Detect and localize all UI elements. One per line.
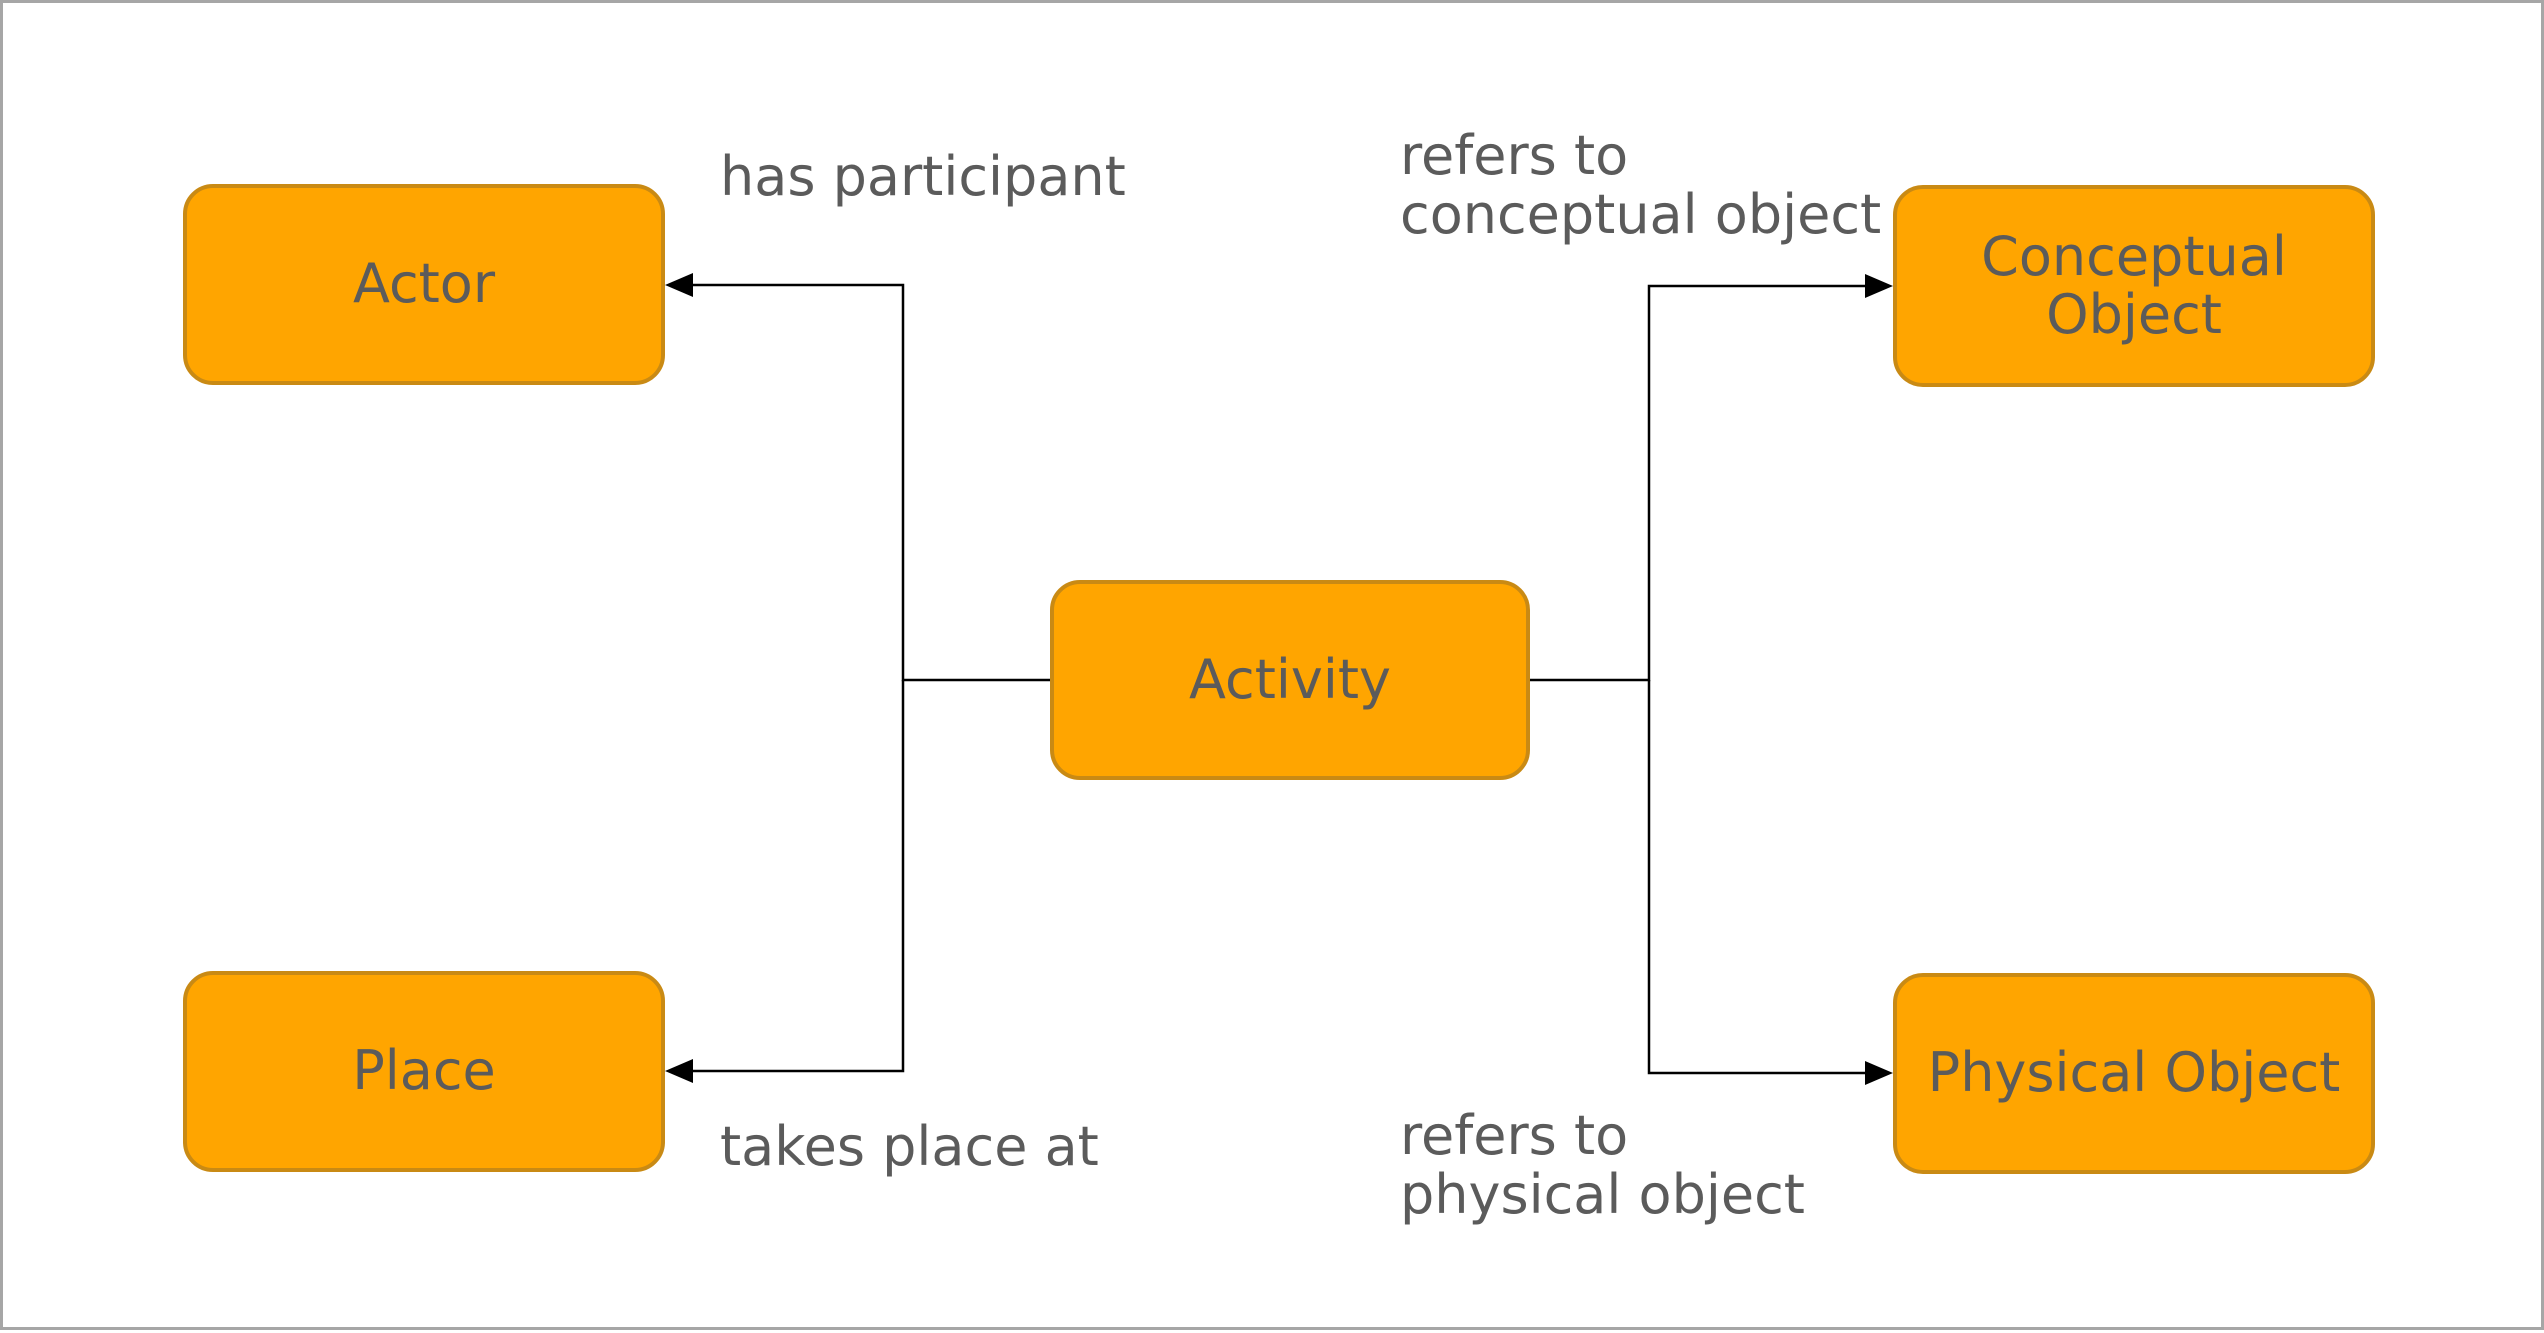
connector-layer	[665, 273, 1893, 1085]
arrowhead-actor	[665, 273, 693, 297]
refers-conceptual-line-2: conceptual object	[1400, 183, 1882, 247]
conceptual-object-label-line-1: Conceptual	[1981, 224, 2287, 288]
activity-node[interactable]: Activity	[1050, 580, 1530, 780]
conceptual-object-node[interactable]: Conceptual Object	[1893, 185, 2375, 387]
connector-activity-to-conceptual-object	[1530, 284, 1889, 682]
edge-label-refers-to-conceptual-object: refers to conceptual object	[1400, 126, 1881, 245]
connector-activity-to-actor	[669, 283, 1050, 682]
actor-node-label: Actor	[352, 252, 496, 316]
place-node-label: Place	[352, 1039, 496, 1103]
arrowhead-place	[665, 1059, 693, 1083]
edge-label-takes-place-at: takes place at	[720, 1115, 1099, 1178]
connector-activity-to-physical-object	[1647, 680, 1889, 1075]
conceptual-object-node-label: Conceptual Object	[1981, 224, 2287, 346]
place-node[interactable]: Place	[183, 971, 665, 1172]
activity-node-label: Activity	[1189, 647, 1391, 711]
arrowhead-physical-object	[1865, 1061, 1893, 1085]
refers-conceptual-line-1: refers to	[1400, 124, 1629, 187]
actor-node[interactable]: Actor	[183, 184, 665, 385]
edge-label-has-participant: has participant	[720, 145, 1126, 208]
conceptual-object-label-line-2: Object	[2046, 283, 2222, 346]
connector-activity-to-place	[669, 680, 905, 1073]
arrowhead-conceptual-object	[1865, 274, 1893, 298]
physical-object-node[interactable]: Physical Object	[1893, 973, 2375, 1174]
refers-physical-line-2: physical object	[1400, 1163, 1805, 1227]
physical-object-node-label: Physical Object	[1927, 1041, 2341, 1105]
refers-physical-line-1: refers to	[1400, 1104, 1629, 1167]
edge-label-refers-to-physical-object: refers to physical object	[1400, 1106, 1805, 1225]
